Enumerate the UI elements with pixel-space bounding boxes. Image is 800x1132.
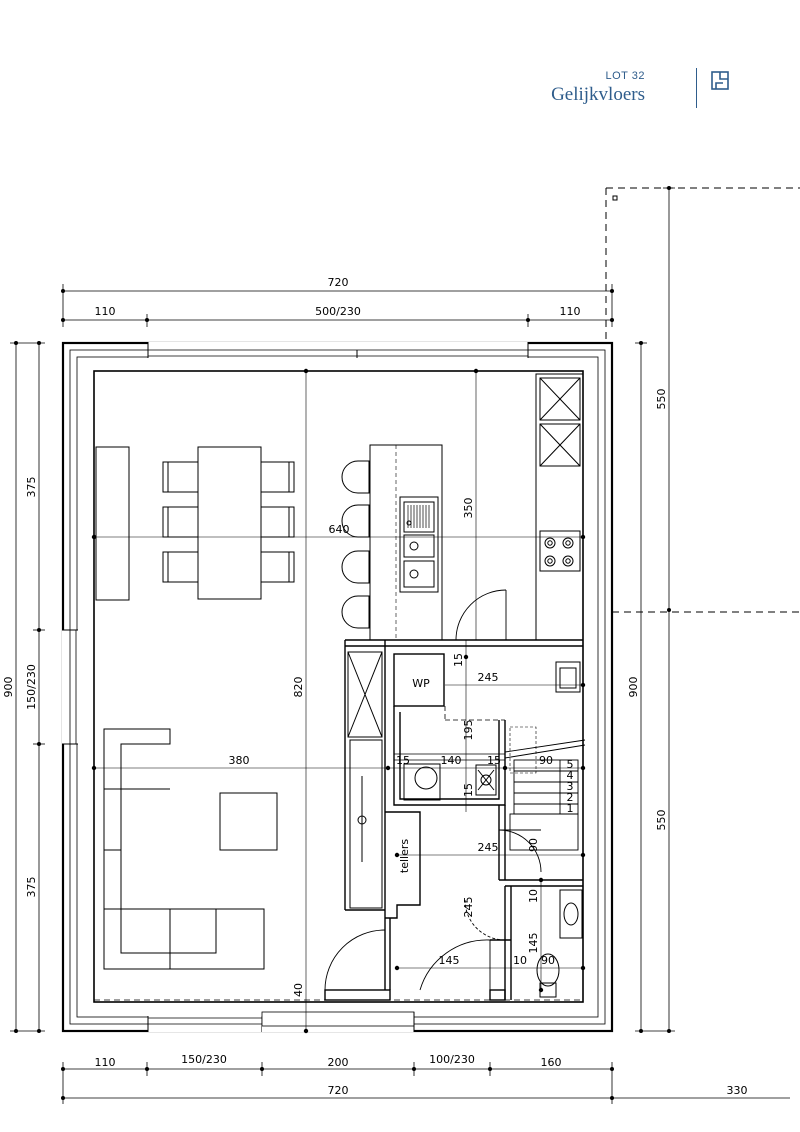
- beam-lines: [93, 370, 583, 1001]
- boundary-marker: [612, 195, 618, 201]
- dim-350: 350: [462, 498, 475, 519]
- dim-245-b: 245: [478, 841, 499, 854]
- dim-bottom-2: 150/230: [181, 1053, 227, 1066]
- dim-640: 640: [329, 523, 350, 536]
- kitchen-units: [341, 373, 584, 641]
- wall-hatch: [394, 753, 505, 761]
- plan-label: 1: [567, 802, 574, 815]
- floor-name: Gelijkvloers: [551, 84, 645, 105]
- dim-15-b: 15: [396, 754, 410, 767]
- dim-145-b: 145: [439, 954, 460, 967]
- dim-right-far-top: 550: [655, 389, 668, 410]
- living-furniture: [103, 728, 278, 970]
- dim-15-d: 15: [462, 783, 475, 797]
- utility-fixtures: [403, 726, 537, 801]
- dim-right-far-bottom: 550: [655, 810, 668, 831]
- dim-195: 195: [462, 720, 475, 741]
- exterior-walls: [61, 341, 614, 1033]
- stairs: [504, 739, 586, 851]
- dim-left-bottom: 375: [25, 877, 38, 898]
- dim-820: 820: [292, 677, 305, 698]
- dim-380: 380: [229, 754, 250, 767]
- plan-label: 2: [567, 791, 574, 804]
- plan-label: 5: [567, 758, 574, 771]
- dim-15-c: 15: [487, 754, 501, 767]
- interior-walls: [324, 639, 583, 1001]
- axis-dots: [91, 368, 586, 1034]
- heat-pump-label: WP: [412, 677, 430, 690]
- dim-145-a: 145: [527, 933, 540, 954]
- dim-left-top: 375: [25, 477, 38, 498]
- dim-40: 40: [292, 983, 305, 997]
- dim-bottom-3: 200: [328, 1056, 349, 1069]
- dim-90-b: 90: [527, 838, 540, 852]
- dim-bottom-total: 720: [328, 1084, 349, 1097]
- title-divider: [696, 68, 697, 108]
- floorplan-icon: [711, 71, 729, 90]
- dim-top-right: 110: [560, 305, 581, 318]
- plan-label: 4: [567, 769, 574, 782]
- dim-top-total: 720: [328, 276, 349, 289]
- dim-10-b: 10: [513, 954, 527, 967]
- stair-numbers: 5 4 3 2 1: [567, 758, 574, 815]
- dim-bottom-1: 110: [95, 1056, 116, 1069]
- dim-90-a: 90: [539, 754, 553, 767]
- dining-furniture: [95, 446, 295, 601]
- door-swings: [324, 589, 542, 991]
- title-block: LOT 32 Gelijkvloers: [551, 60, 760, 120]
- dim-90-c: 90: [541, 954, 555, 967]
- dim-10-a: 10: [527, 889, 540, 903]
- wc-fixtures: [536, 661, 583, 998]
- dim-245-a: 245: [478, 671, 499, 684]
- dim-bottom-4: 100/230: [429, 1053, 475, 1066]
- dimension-ticks: [14, 186, 671, 1100]
- closets: [347, 651, 383, 909]
- dim-right-total: 900: [627, 677, 640, 698]
- lot-number: LOT 32: [605, 70, 645, 82]
- lot-boundary: [605, 187, 800, 613]
- dim-left-mid: 150/230: [25, 664, 38, 710]
- plan-label: 3: [567, 780, 574, 793]
- dim-top-mid: 500/230: [315, 305, 361, 318]
- dim-left-total: 900: [2, 677, 15, 698]
- dim-140: 140: [441, 754, 462, 767]
- dim-bottom-ext: 330: [727, 1084, 748, 1097]
- axis-lines: [94, 371, 583, 1031]
- interior-dimension-labels: 640 350 820 380 245 15 195 15 140 15 90 …: [229, 498, 556, 998]
- dim-245-c: 245: [462, 897, 475, 918]
- drainboard: [407, 505, 430, 528]
- dim-top-left: 110: [95, 305, 116, 318]
- dim-15-a: 15: [452, 653, 465, 667]
- meters-label: tellers: [398, 839, 411, 873]
- dim-bottom-5: 160: [541, 1056, 562, 1069]
- window-openings: [62, 342, 529, 1032]
